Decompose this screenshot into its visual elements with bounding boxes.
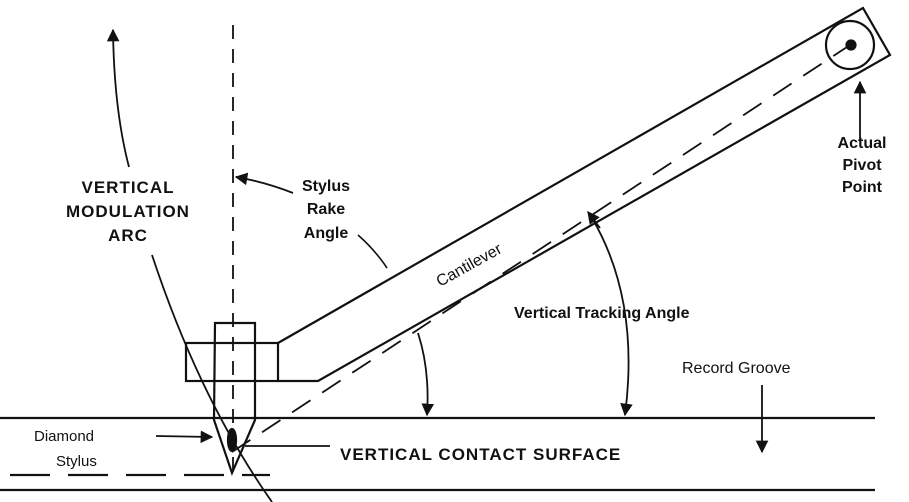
tracking-angle-arc	[591, 217, 633, 417]
contact-surface-label: VERTICAL CONTACT SURFACE	[340, 445, 621, 464]
diamond-label-2: Stylus	[56, 453, 97, 470]
rake-angle-label-3: Angle	[304, 225, 349, 242]
stylus-collar	[184, 341, 280, 383]
vertical-modulation-arc	[151, 254, 273, 502]
pivot-dot	[845, 39, 857, 51]
record-groove-label: Record Groove	[682, 360, 791, 377]
pivot-circle	[824, 19, 876, 71]
cantilever-axis-dashed	[231, 44, 851, 453]
diamond-arrow	[155, 430, 214, 444]
rake-angle-leader	[357, 234, 388, 269]
cantilever-body	[277, 6, 892, 383]
diamond-label-1: Diamond	[34, 428, 94, 445]
rake-angle-label-2: Rake	[307, 201, 345, 218]
rake-angle-arrow	[234, 172, 294, 194]
modulation-arc-label-1: VERTICAL	[82, 178, 175, 197]
pivot-label-1: Actual	[838, 135, 887, 152]
modulation-arc-arrow	[106, 28, 130, 168]
modulation-arc-label-2: MODULATION	[66, 202, 190, 221]
pivot-label-3: Point	[842, 179, 883, 196]
tracking-angle-label: Vertical Tracking Angle	[514, 305, 690, 322]
tracking-angle-arc-start	[587, 210, 601, 229]
rake-angle-label-1: Stylus	[302, 178, 350, 195]
pivot-label-2: Pivot	[842, 157, 882, 174]
modulation-arc-label-3: ARC	[108, 226, 148, 245]
tracking-angle-small-arc	[417, 332, 435, 417]
